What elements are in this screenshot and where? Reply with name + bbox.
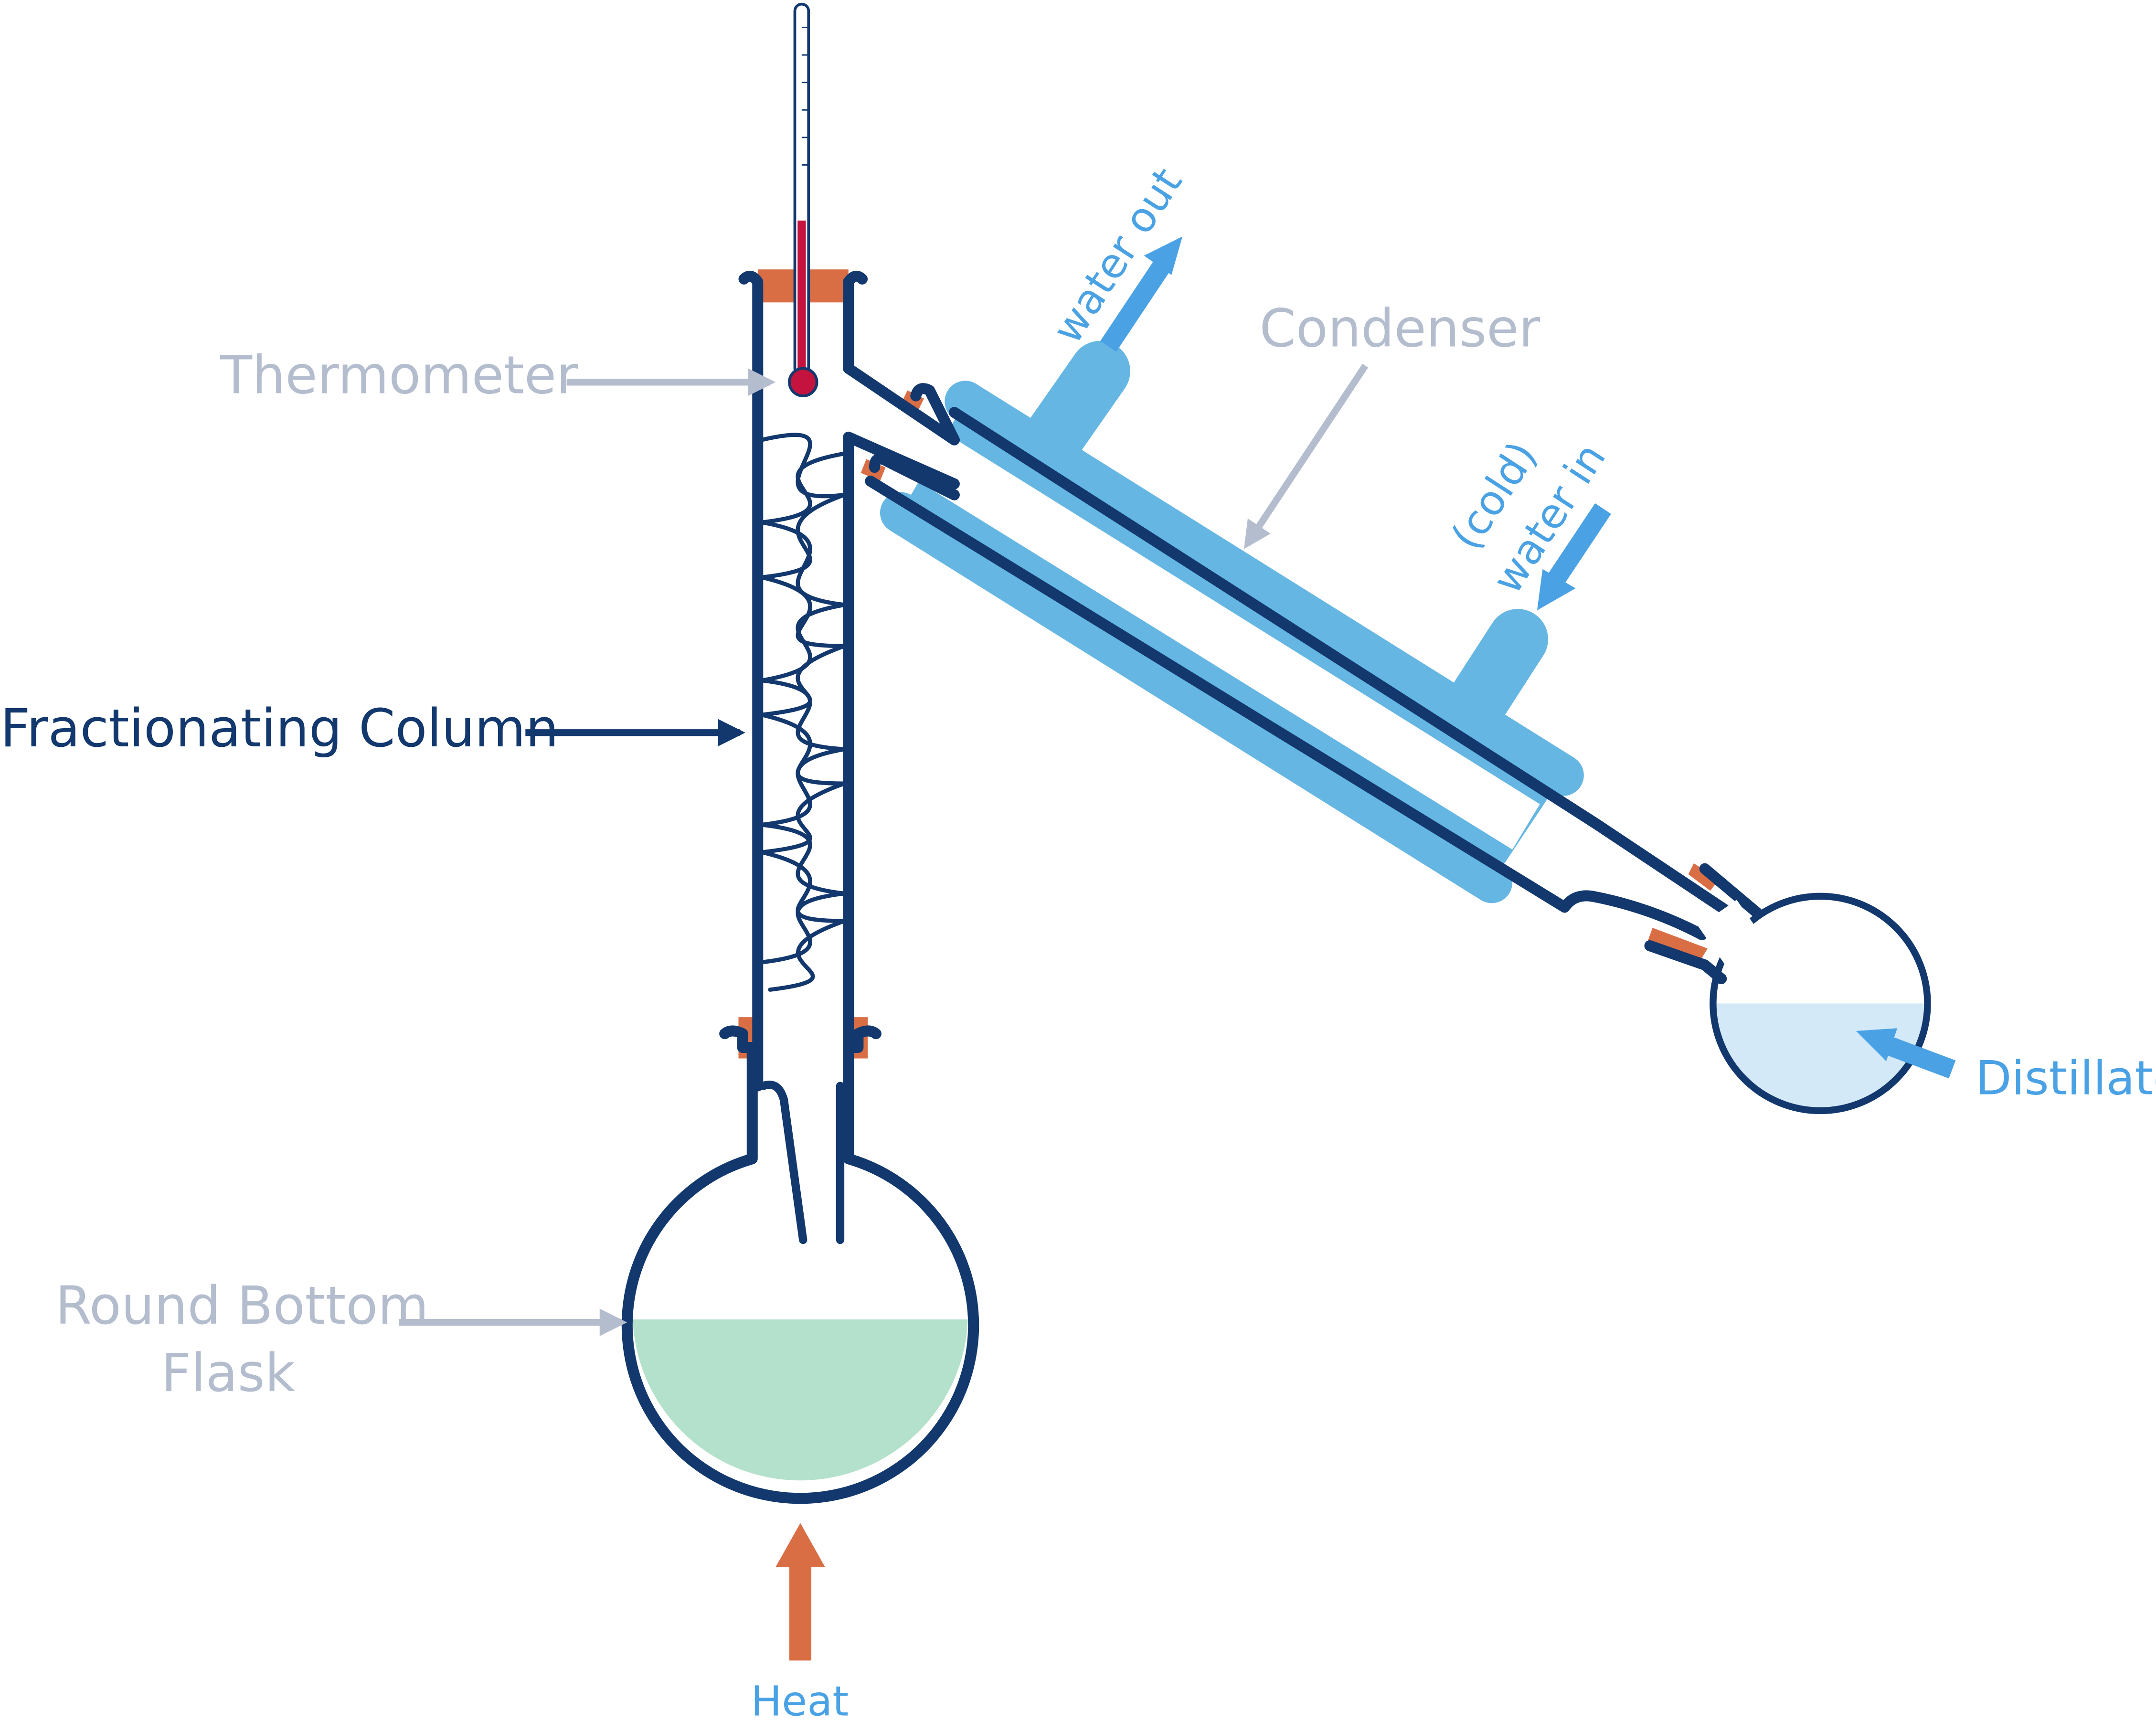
distillate-callout: Distillate (1856, 1028, 2156, 1105)
condenser-jacket (880, 340, 1584, 903)
adapter-joint-bottom (1647, 928, 1708, 963)
water-out-arrowhead (1144, 236, 1183, 275)
condenser-callout: Condenser (1244, 297, 1540, 549)
water-out-callout: water out (1043, 159, 1191, 351)
thermometer (788, 2, 818, 397)
round-bottom-flask (621, 1025, 979, 1504)
fractionating-column-label: Fractionating Column (0, 698, 559, 759)
thermometer-callout: Thermometer (220, 344, 776, 405)
thermometer-bulb (788, 367, 818, 397)
fractionating-column-callout: Fractionating Column (0, 698, 745, 759)
condenser-inner-tube (865, 383, 1763, 985)
column-packing-spiral (760, 433, 847, 992)
condenser-label: Condenser (1259, 297, 1540, 359)
distillate-arrowhead (1856, 1028, 1898, 1062)
round-bottom-label-line1: Round Bottom (55, 1275, 429, 1336)
water-in-arrowhead (1537, 569, 1576, 611)
thermometer-ticks (801, 27, 809, 166)
receiving-flask (1698, 892, 1931, 1115)
round-bottom-label-line2: Flask (161, 1342, 295, 1403)
adapter-joint-top (1688, 863, 1719, 891)
fractionating-column (738, 270, 960, 1092)
water-in-port (1445, 609, 1548, 736)
heat-callout: Heat (751, 1523, 849, 1721)
thermometer-liquid (797, 220, 806, 375)
flask-liquid (632, 1319, 968, 1481)
water-out-port (1019, 340, 1130, 475)
heat-arrowhead (775, 1523, 825, 1567)
thermometer-label: Thermometer (220, 344, 578, 405)
distillate-label: Distillate (1975, 1051, 2156, 1105)
round-bottom-flask-callout: Round Bottom Flask (55, 1275, 627, 1403)
heat-label: Heat (751, 1678, 849, 1721)
water-in-callout: (cold) water in (1442, 433, 1615, 611)
